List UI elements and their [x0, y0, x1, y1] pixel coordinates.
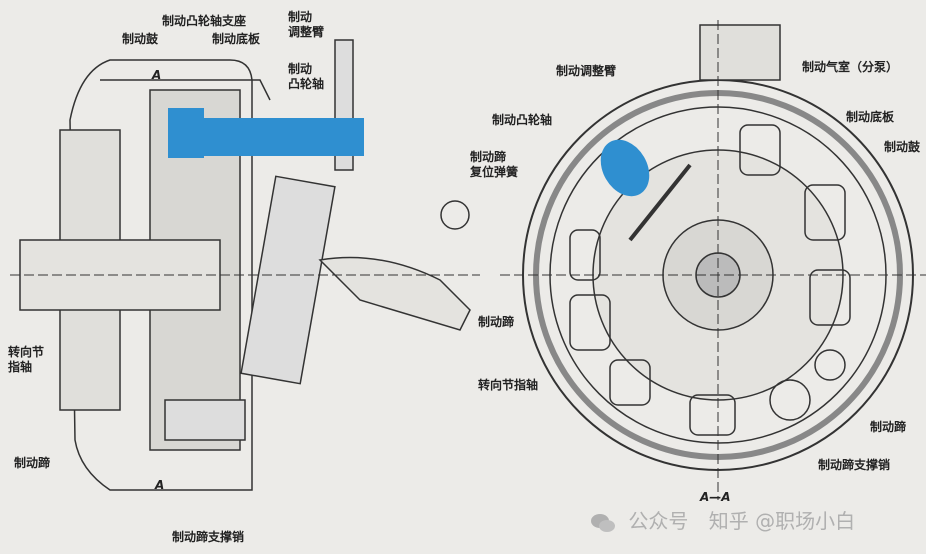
watermark-platform: 公众号 — [628, 509, 689, 533]
spindle — [19, 239, 221, 311]
label-backing-plate-r: 制动底板 — [846, 110, 895, 124]
label-section-top: A — [152, 68, 162, 82]
label-camshaft-r: 制动凸轮轴 — [492, 113, 553, 127]
label-adjust-arm: 制动 调整臂 — [288, 10, 325, 39]
return-spring — [628, 163, 692, 242]
anchor-pin — [769, 379, 811, 421]
brake-chamber — [699, 24, 781, 81]
label-anchor-pin-r: 制动蹄支撑销 — [818, 458, 891, 472]
label-drum: 制动鼓 — [122, 32, 159, 46]
right-front-view — [500, 20, 926, 500]
anchor-pin-body — [164, 399, 246, 441]
label-chamber: 制动气室（分泵） — [802, 60, 899, 74]
watermark: 公众号 知乎 @职场小白 — [590, 505, 869, 534]
label-camshaft: 制动 凸轮轴 — [288, 62, 325, 91]
label-knuckle-spindle-r: 转向节指轴 — [478, 378, 539, 392]
camshaft-highlight-shaft — [204, 118, 364, 156]
label-return-spring: 制动蹄 复位弹簧 — [470, 150, 519, 179]
label-adjust-arm-r: 制动调整臂 — [556, 64, 617, 78]
label-anchor-pin: 制动蹄支撑销 — [172, 530, 245, 544]
shoe-windows — [569, 124, 851, 436]
label-section-bottom: A — [155, 478, 165, 492]
label-backing-plate: 制动底板 — [212, 32, 261, 46]
knuckle — [240, 175, 336, 385]
label-shoe-left: 制动蹄 — [478, 315, 515, 329]
left-section-view — [10, 39, 480, 491]
label-shoe-right: 制动蹄 — [870, 420, 907, 434]
wechat-icon — [591, 513, 615, 532]
label-knuckle-spindle: 转向节 指轴 — [8, 345, 45, 374]
cam-highlight — [600, 139, 650, 197]
label-shoe: 制动蹄 — [14, 456, 51, 470]
label-drum-r: 制动鼓 — [884, 140, 921, 154]
label-section-aa: A—A — [700, 490, 731, 504]
camshaft-highlight-head — [168, 108, 204, 158]
label-cam-support: 制动凸轮轴支座 — [162, 14, 247, 28]
drum-outline — [69, 59, 253, 491]
watermark-author: 知乎 @职场小白 — [708, 509, 856, 533]
